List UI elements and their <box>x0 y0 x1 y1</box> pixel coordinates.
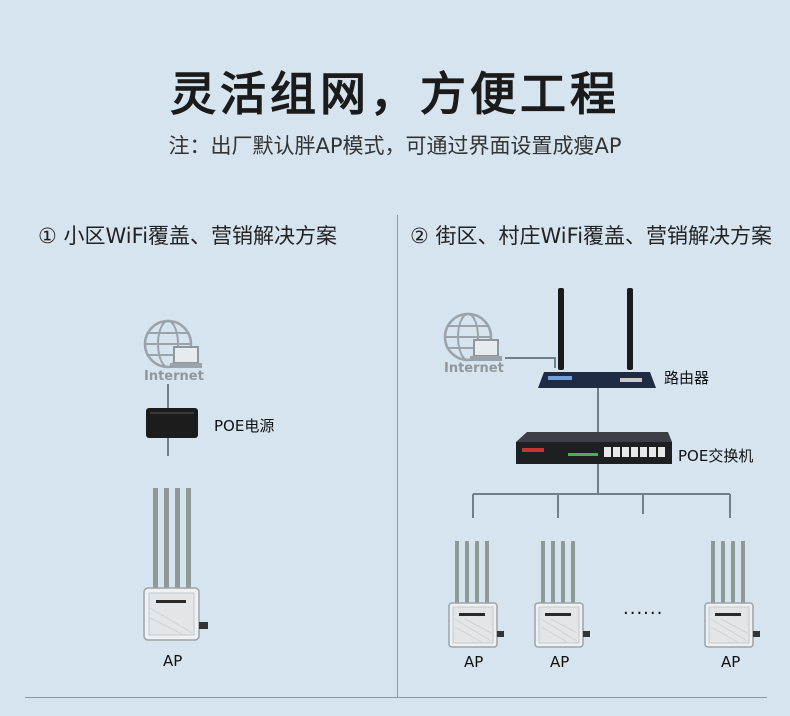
left-internet-icon <box>143 319 204 370</box>
right-ap-label-3: AP <box>721 653 741 671</box>
switch-distribution-lines <box>472 464 731 518</box>
left-internet-label: Internet <box>144 369 204 384</box>
bottom-divider <box>25 697 767 698</box>
right-ap-label-1: AP <box>464 653 484 671</box>
router-label: 路由器 <box>664 369 710 387</box>
page-subtitle: 注：出厂默认胖AP模式，可通过界面设置成瘦AP <box>168 134 622 158</box>
poe-switch-device <box>516 432 672 464</box>
right-link-internet-router <box>505 357 556 368</box>
vertical-divider <box>397 215 398 697</box>
left-ap-device <box>143 488 208 641</box>
poe-injector-icon <box>146 408 198 438</box>
right-internet-label: Internet <box>444 361 504 376</box>
left-scenario-title: ① 小区WiFi覆盖、营销解决方案 <box>38 224 338 248</box>
page-title: 灵活组网，方便工程 <box>170 67 620 121</box>
right-internet-icon <box>443 312 504 363</box>
poe-switch-label: POE交换机 <box>678 447 754 465</box>
poe-power-label: POE电源 <box>214 417 275 435</box>
right-ap-device-3 <box>704 540 761 648</box>
right-scenario-title: ② 街区、村庄WiFi覆盖、营销解决方案 <box>410 224 773 248</box>
left-ap-label: AP <box>163 652 183 670</box>
right-ap-label-2: AP <box>550 653 570 671</box>
right-ap-device-1 <box>448 540 505 648</box>
more-ap-ellipsis: ...... <box>623 598 664 619</box>
right-ap-device-2 <box>534 540 591 648</box>
router-device <box>538 288 656 388</box>
